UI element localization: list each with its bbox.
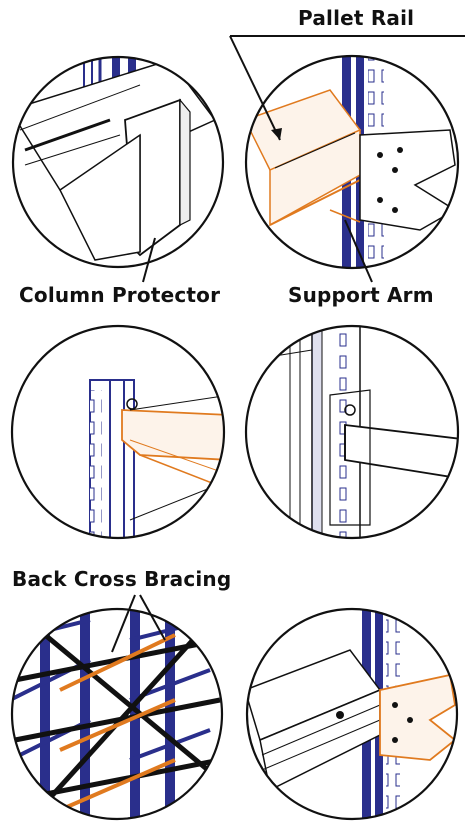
column-protector-detail (11, 55, 225, 283)
support-arm-detail (244, 324, 460, 540)
column-protector-label: Column Protector (19, 283, 221, 307)
support-arm-label: Support Arm (288, 283, 434, 307)
back-cross-bracing-detail (10, 594, 224, 821)
beam-connector-detail (10, 324, 226, 540)
back-cross-bracing-label: Back Cross Bracing (12, 567, 232, 591)
rail-joint-detail (245, 607, 459, 821)
pallet-rail-detail (229, 35, 465, 283)
pallet-rail-label: Pallet Rail (298, 6, 415, 30)
